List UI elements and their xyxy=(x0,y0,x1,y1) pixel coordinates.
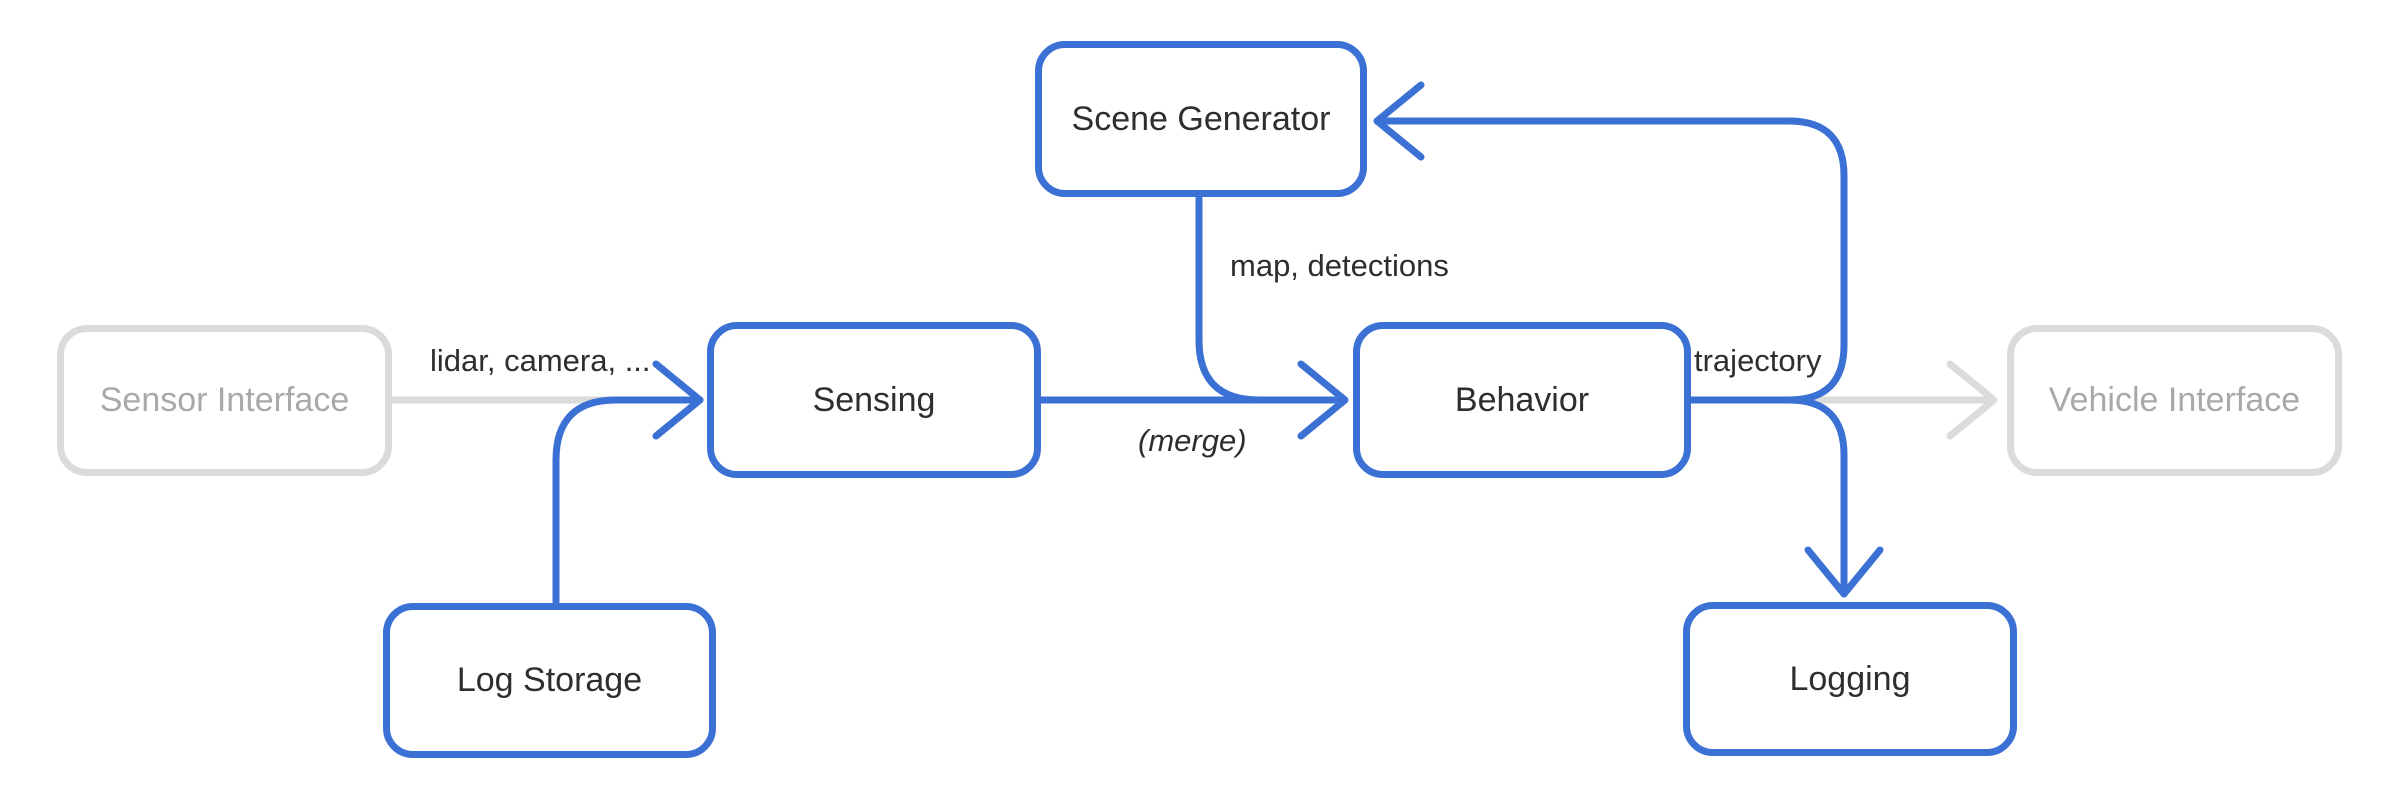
edge-label-lidar-camera: lidar, camera, ... xyxy=(430,343,651,378)
node-vehicle-interface-label: Vehicle Interface xyxy=(2048,381,2301,419)
edge-scene-generator-to-behavior xyxy=(1195,194,1309,404)
edge-label-map-detections: map, detections xyxy=(1230,248,1449,283)
node-sensing-label: Sensing xyxy=(812,380,936,419)
edge-behavior-to-scene-generator xyxy=(1373,81,1848,404)
node-scene-generator[interactable]: Scene Generator xyxy=(1035,41,1367,197)
node-log-storage[interactable]: Log Storage xyxy=(383,603,716,758)
edge-behavior-to-logging xyxy=(1687,396,1884,598)
node-behavior-label: Behavior xyxy=(1454,380,1590,419)
node-log-storage-label: Log Storage xyxy=(456,661,643,699)
edge-log-storage-to-sensing xyxy=(552,360,704,606)
node-sensing[interactable]: Sensing xyxy=(707,322,1041,478)
node-logging[interactable]: Logging xyxy=(1683,602,2017,756)
arrowhead-scene-generator xyxy=(1373,81,1425,161)
edge-label-merge: (merge) xyxy=(1138,423,1247,458)
node-scene-generator-label: Scene Generator xyxy=(1071,99,1331,138)
node-sensor-interface[interactable]: Sensor Interface xyxy=(57,325,392,476)
node-logging-label: Logging xyxy=(1789,659,1911,698)
edge-label-trajectory: trajectory xyxy=(1694,343,1822,378)
arrowhead-sensing xyxy=(652,360,704,440)
arrowhead-behavior xyxy=(1297,360,1349,440)
arrowhead-vehicle-interface xyxy=(1946,360,1998,440)
arrowhead-logging xyxy=(1804,546,1884,598)
node-vehicle-interface[interactable]: Vehicle Interface xyxy=(2007,325,2342,476)
node-behavior[interactable]: Behavior xyxy=(1353,322,1691,478)
node-sensor-interface-label: Sensor Interface xyxy=(99,381,350,419)
